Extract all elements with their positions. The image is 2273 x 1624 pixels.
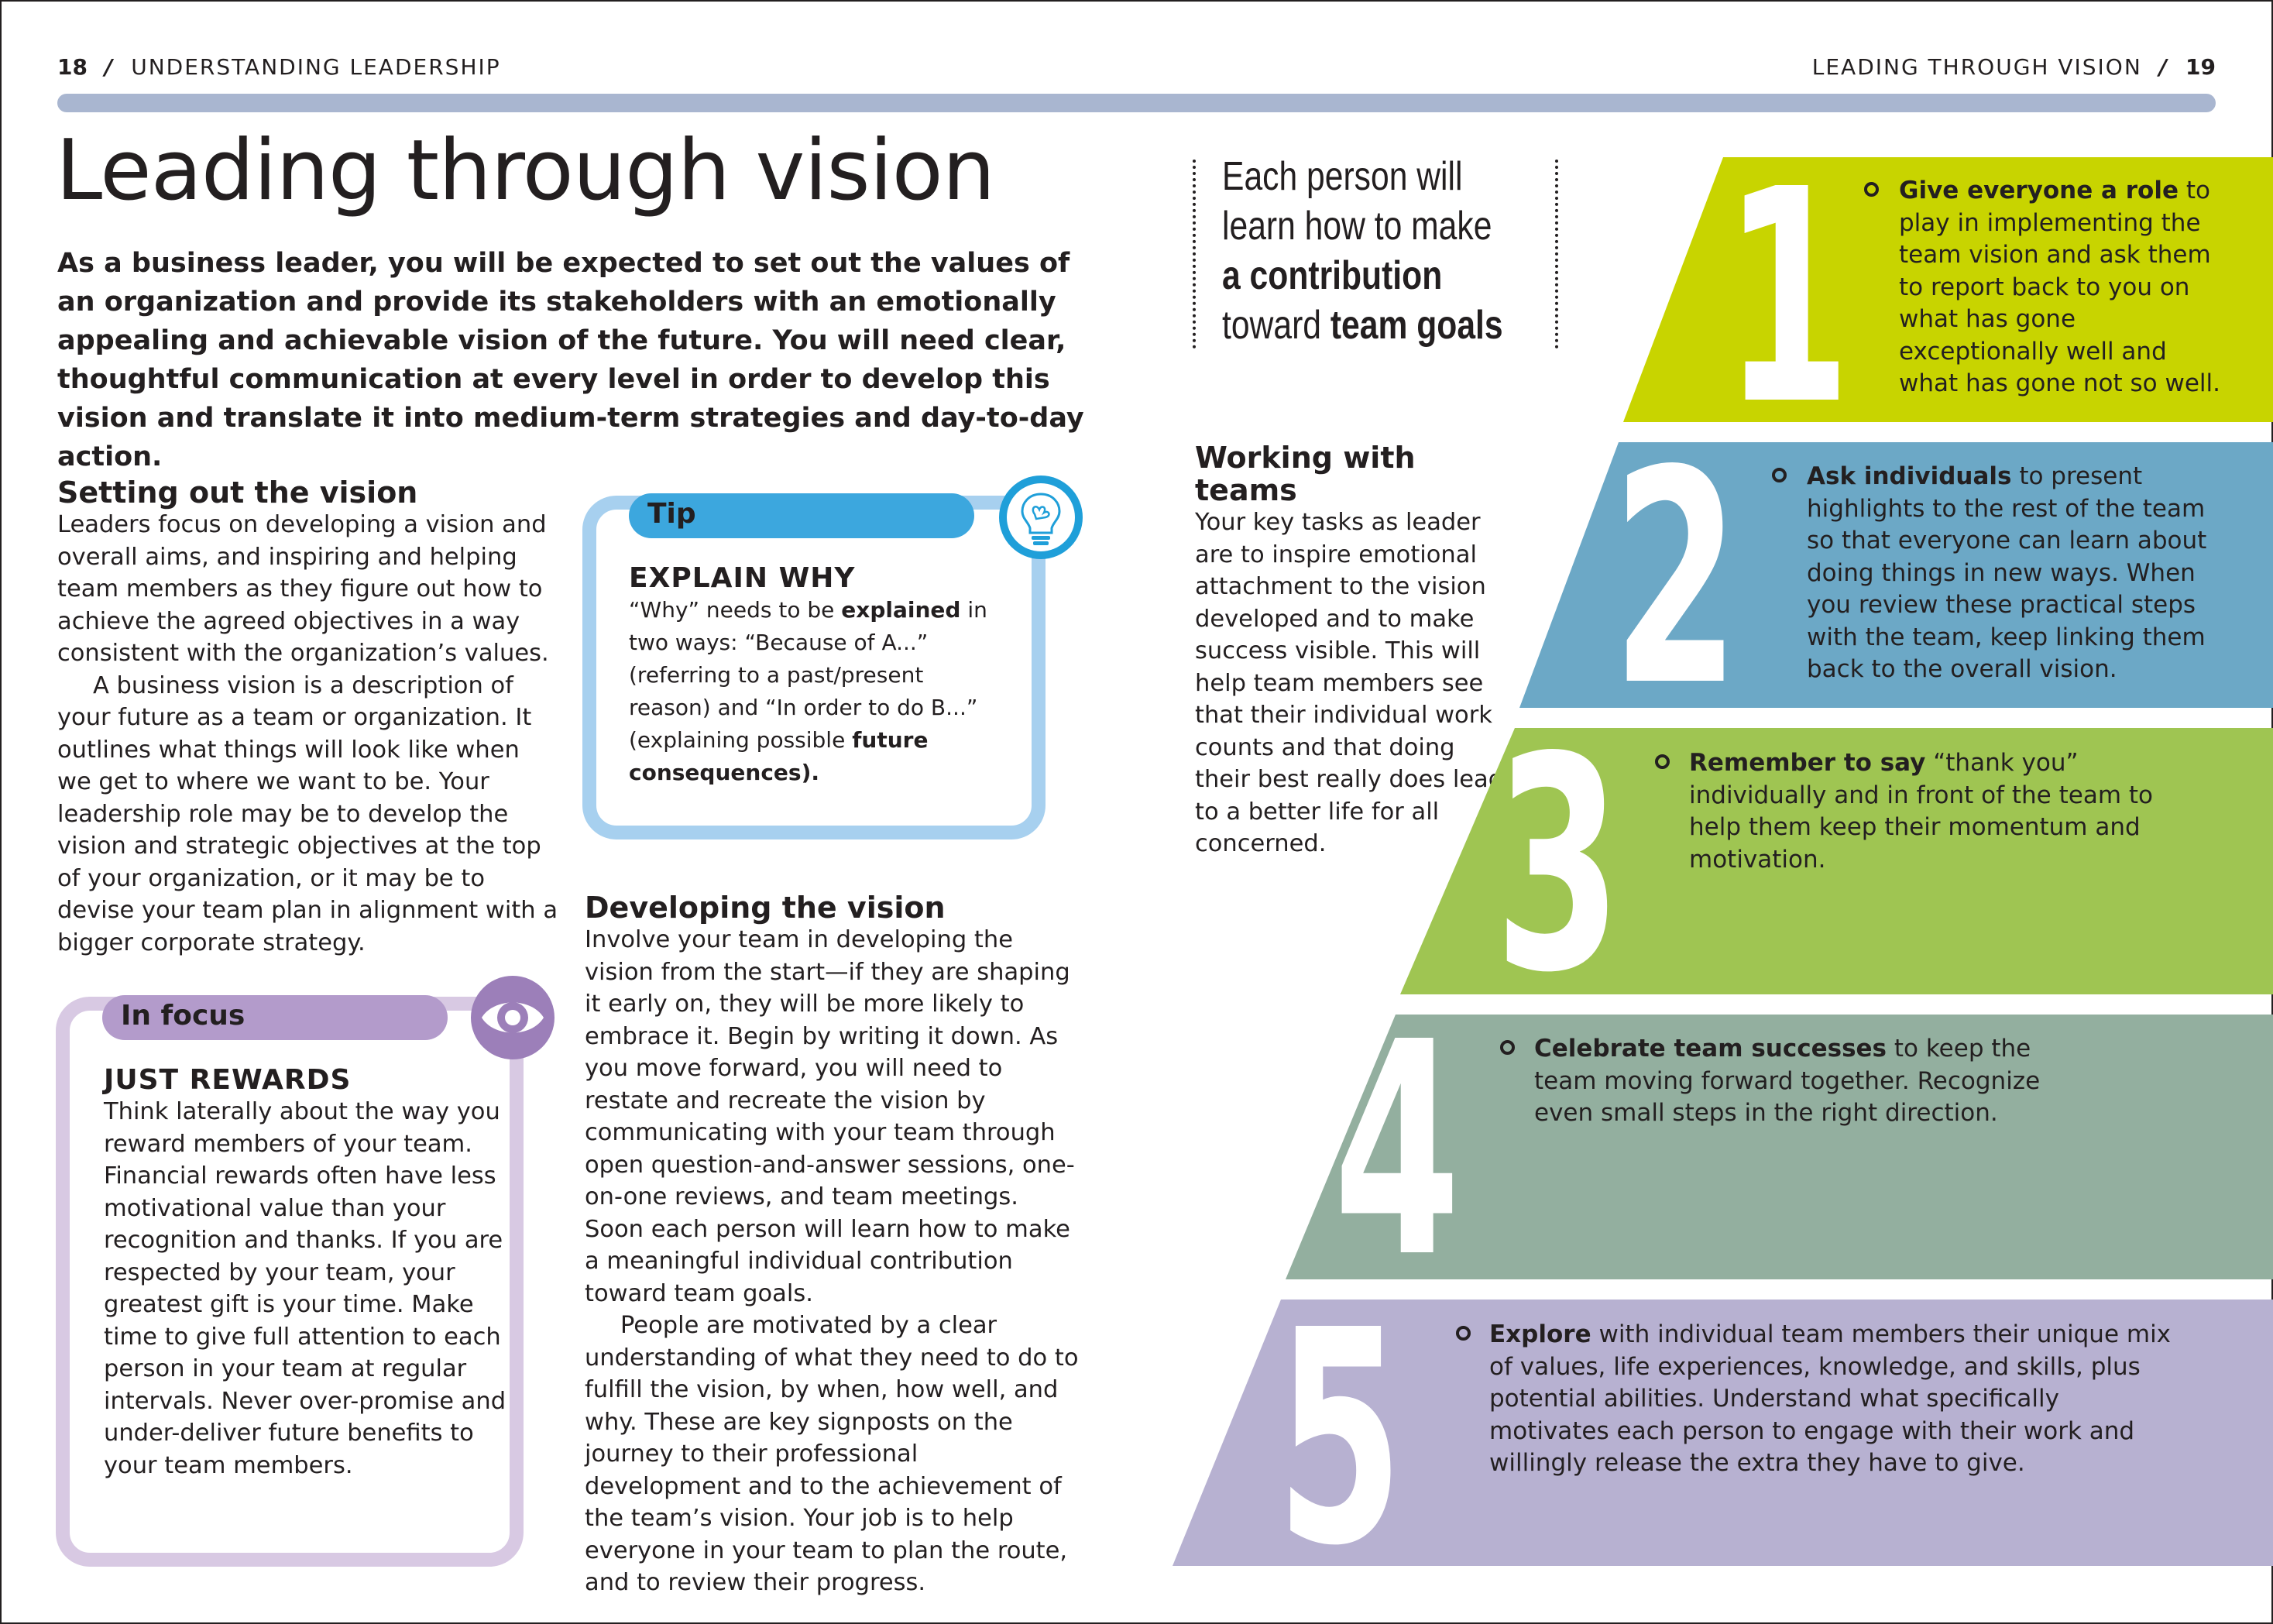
tip-content: EXPLAIN WHY “Why” needs to be explained … [629,562,993,789]
tip-label-pill [629,493,974,538]
working-section: Working with teams Your key tasks as lea… [1195,441,1505,860]
step-2-body: to present highlights to the rest of the… [1807,462,2207,683]
step-5-bullet [1456,1326,1471,1341]
step-5-numeral: 5 [1276,1267,1403,1610]
step-4-numeral: 4 [1334,979,1461,1322]
step-3-body: “thank you” individually and in front of… [1689,749,2154,874]
step-1-emphasis: Give everyone a role [1899,177,2179,204]
step-1-text: Give everyone a role to play in implemen… [1899,175,2224,400]
quote-rule-right [1555,160,1558,348]
step-1-body: to play in implementing the team vision … [1899,177,2220,397]
step-2-numeral: 2 [1612,407,1739,750]
tip-title: EXPLAIN WHY [629,562,856,594]
in-focus-label: In focus [121,1000,245,1032]
step-4-text: Celebrate team successes to keep the tea… [1534,1033,2076,1130]
step-3-band [1400,728,2273,994]
lightbulb-icon [999,476,1083,559]
tip-text-emphasis: future consequences). [629,727,929,785]
working-heading: Working with teams [1195,441,1416,507]
step-4-body: to keep the team moving forward together… [1534,1035,2041,1127]
step-5-emphasis: Explore [1489,1320,1591,1348]
step-2-emphasis: Ask individuals [1807,462,2012,490]
right-running-header: LEADING THROUGH VISION / 19 [1812,54,2216,80]
step-2-text: Ask individuals to present highlights to… [1807,461,2225,686]
setting-paragraph-1: Leaders focus on developing a vision and… [57,511,549,667]
working-body: Your key tasks as leader are to inspire … [1195,509,1504,857]
header-rule-bar [57,94,2216,112]
step-1-band [1623,157,2273,422]
step-3-text: Remember to say “thank you” individually… [1689,747,2200,876]
header-separator: / [104,54,115,80]
quote-line: Each person will [1222,154,1463,199]
quote-emphasis: team goals [1330,303,1503,348]
left-page-number: 18 [57,54,88,80]
in-focus-label-pill [102,995,448,1040]
right-page-number: 19 [2185,54,2216,80]
step-3-emphasis: Remember to say [1689,749,1926,777]
in-focus-text: Think laterally about the way you reward… [104,1098,506,1479]
quote-line: a contribution [1222,251,1502,300]
tip-text-part: “Why” needs to be [629,597,842,623]
page-title: Leading through vision [56,122,995,219]
setting-heading: Setting out the vision [57,476,418,510]
left-section-title: UNDERSTANDING LEADERSHIP [131,54,501,80]
developing-paragraph-1: Involve your team in developing the visi… [585,926,1075,1307]
setting-paragraph-2: A business vision is a description of yo… [57,671,558,956]
eye-icon [471,976,555,1059]
tip-label: Tip [647,498,696,530]
developing-body: Involve your team in developing the visi… [585,924,1080,1599]
step-5-body: with individual team members their uniqu… [1489,1320,2172,1477]
step-1-bullet [1864,182,1879,197]
tip-text: “Why” needs to be explained in two ways:… [629,594,993,789]
quote-rule-left [1193,160,1196,348]
right-section-title: LEADING THROUGH VISION [1811,54,2142,80]
step-5-text: Explore with individual team members the… [1489,1319,2186,1480]
tip-text-part: in two ways: “Because of A...” (referrin… [629,597,987,753]
header-separator: / [2158,54,2169,80]
left-running-header: 18 / UNDERSTANDING LEADERSHIP [57,54,501,80]
step-3-numeral: 3 [1495,694,1622,1037]
step-2-bullet [1772,468,1787,482]
setting-section: Setting out the vision Leaders focus on … [57,476,561,959]
tip-text-emphasis: explained [841,597,961,623]
in-focus-title: JUST REWARDS [104,1064,352,1096]
quote-line: toward team goals [1222,300,1503,350]
step-5-band [1173,1300,2273,1566]
intro-paragraph: As a business leader, you will be expect… [57,248,1084,472]
step-3-bullet [1655,754,1670,769]
quote-emphasis: a contribution [1222,253,1443,298]
step-4-band [1286,1015,2273,1279]
in-focus-content: JUST REWARDS Think laterally about the w… [104,1064,506,1482]
developing-paragraph-2: People are motivated by a clear understa… [585,1312,1079,1596]
pull-quote: Each person will learn how to make a con… [1222,152,1503,350]
quote-line: learn how to make [1222,204,1492,249]
step-4-bullet [1500,1040,1515,1055]
step-4-emphasis: Celebrate team successes [1534,1035,1887,1063]
developing-heading: Developing the vision [585,891,946,925]
step-2-band [1519,442,2273,708]
step-1-numeral: 1 [1724,126,1851,469]
developing-section: Developing the vision Involve your team … [585,891,1080,1599]
quote-text: toward [1222,303,1330,348]
setting-body: Leaders focus on developing a vision and… [57,509,561,959]
